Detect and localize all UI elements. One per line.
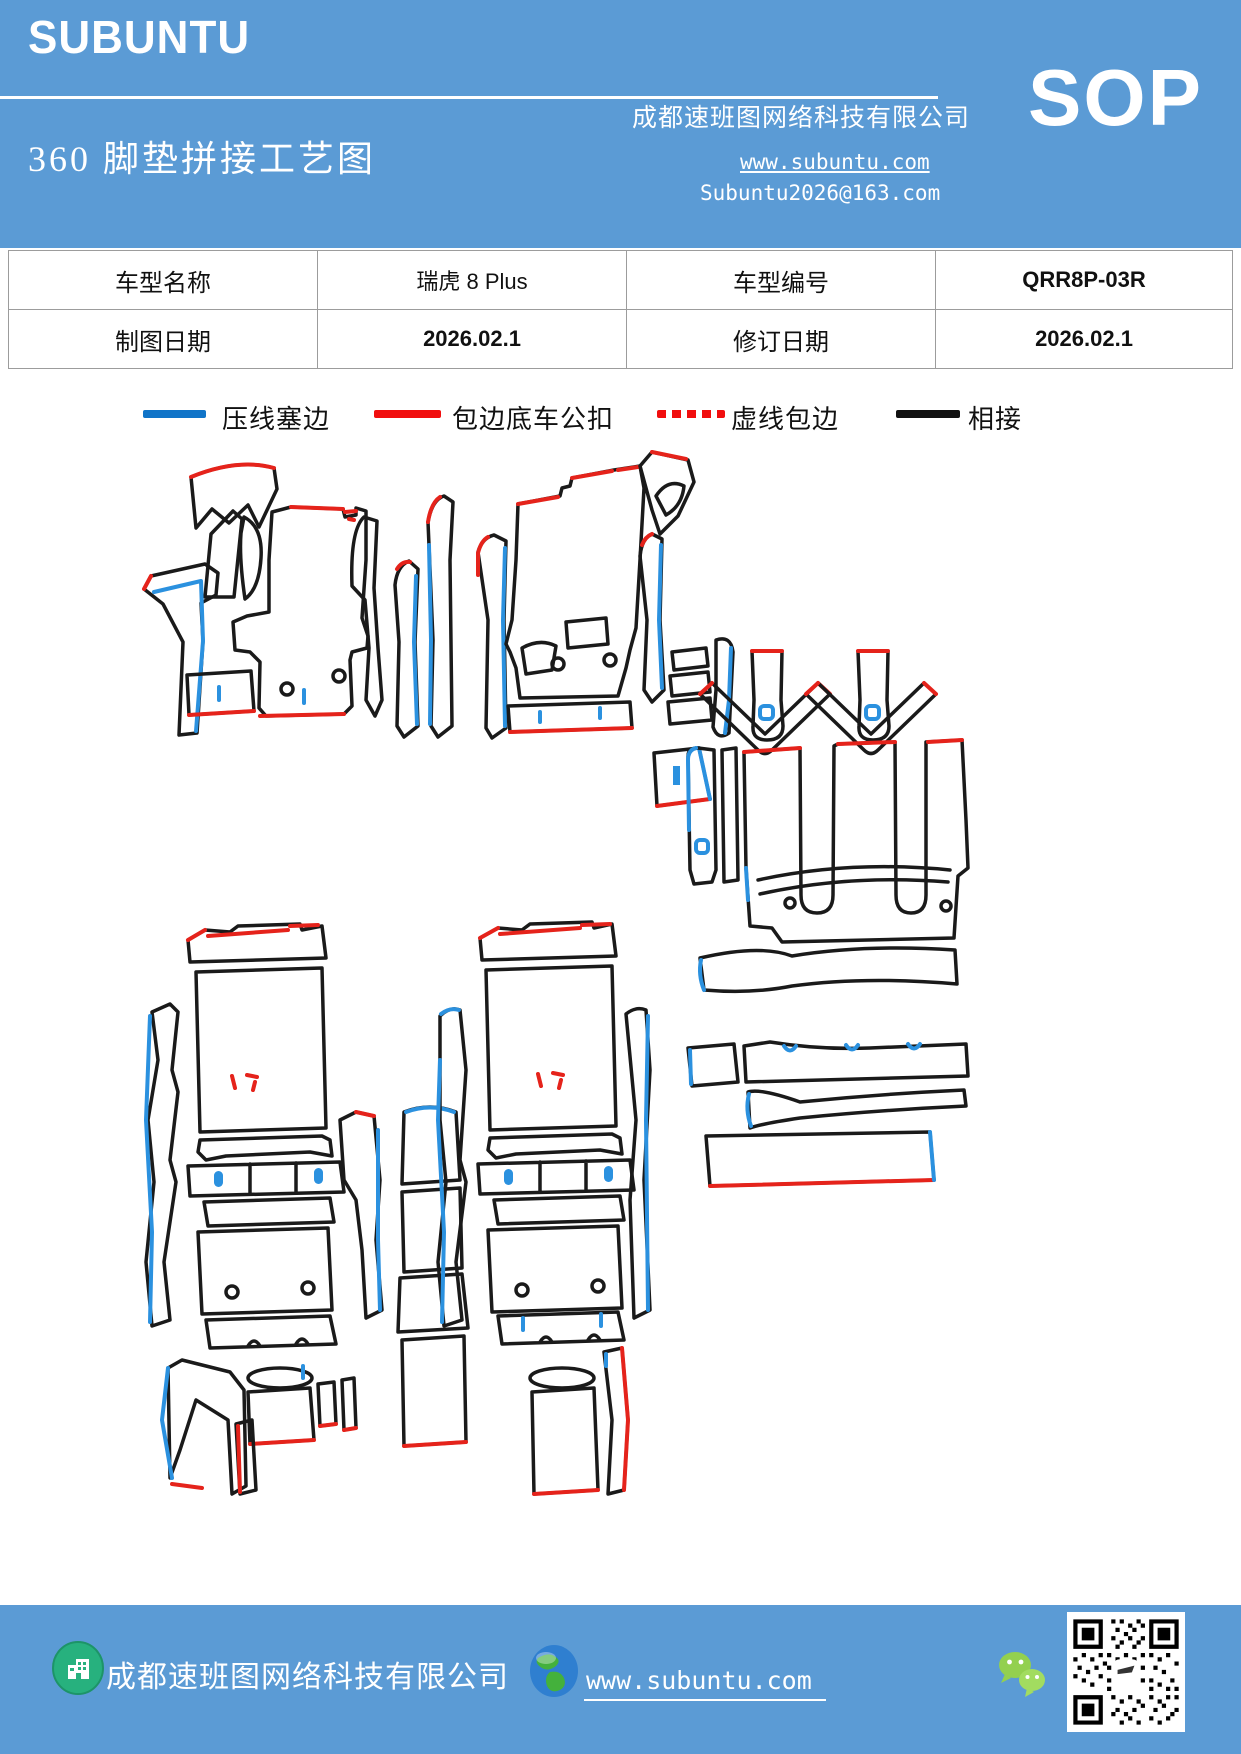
legend-swatch-red-dotted [657,410,725,418]
revise-date-value: 2026.02.1 [935,309,1233,369]
sop-label: SOP [1028,53,1203,142]
globe-icon [530,1645,578,1697]
legend-label: 虚线包边 [731,405,840,434]
building-icon [52,1641,104,1695]
model-name-label: 车型名称 [8,250,318,310]
rear-mat-diagram [686,649,970,1188]
model-code-label: 车型编号 [626,250,936,310]
legend-swatch-blue [143,410,206,418]
footer-website-link[interactable]: www.subuntu.com [584,1666,826,1701]
legend-swatch-black [896,410,960,418]
front-left-mat-diagram [142,462,420,739]
wechat-icon [999,1652,1045,1697]
header-company-name: 成都速班图网络科技有限公司 [632,105,971,132]
model-code-value: QRR8P-03R [935,250,1233,310]
revise-date-label: 修订日期 [626,309,936,369]
header-band: SUBUNTU 360 脚垫拼接工艺图 成都速班图网络科技有限公司 SOP ww… [0,0,1241,248]
model-name-value: 瑞虎 8 Plus [317,250,627,310]
header-divider [0,96,938,99]
header-email: Subuntu2026@163.com [700,181,941,205]
draw-date-value: 2026.02.1 [317,309,627,369]
legend-swatch-red [374,410,441,418]
footer-company-name: 成都速班图网络科技有限公司 [106,1661,509,1694]
qr-code [1067,1612,1185,1732]
legend-label: 相接 [968,405,1023,434]
header-website-link[interactable]: www.subuntu.com [740,150,930,174]
brand-logo: SUBUNTU [28,12,251,64]
second-row-left-mat-diagram [144,922,384,1496]
legend-label: 包边底车公扣 [452,405,615,434]
draw-date-label: 制图日期 [8,309,318,369]
table-row: 车型名称 瑞虎 8 Plus 车型编号 QRR8P-03R [8,250,1233,310]
vehicle-info-table: 车型名称 瑞虎 8 Plus 车型编号 QRR8P-03R 制图日期 2026.… [8,250,1233,369]
page-title: 360 脚垫拼接工艺图 [28,139,377,179]
table-row: 制图日期 2026.02.1 修订日期 2026.02.1 [8,309,1233,369]
legend-label: 压线塞边 [222,405,331,434]
second-row-right-mat-diagram [436,920,652,1496]
line-type-legend: 压线塞边 包边底车公扣 虚线包边 相接 [0,398,1241,438]
